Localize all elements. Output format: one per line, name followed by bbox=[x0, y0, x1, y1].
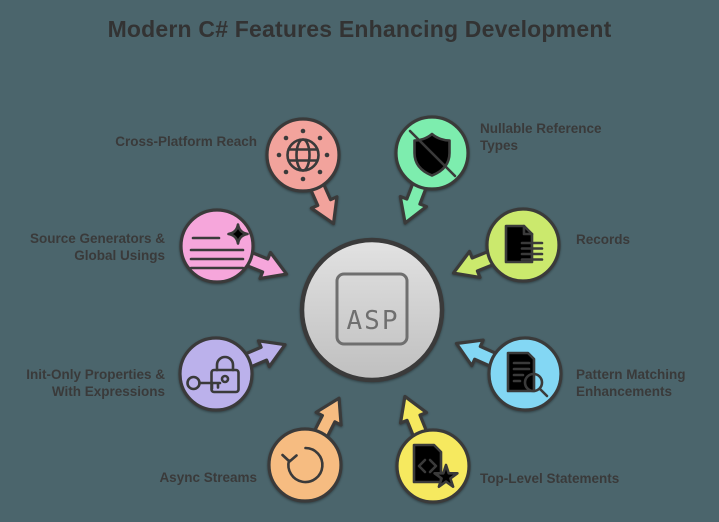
node-records bbox=[451, 207, 561, 283]
asp-logo-icon: ASP bbox=[335, 272, 409, 346]
refresh-arrow-icon bbox=[281, 446, 324, 484]
label-cross-platform-reach: Cross-Platform Reach bbox=[115, 134, 257, 149]
label-nullable-reference-types: Nullable Reference Types bbox=[480, 121, 602, 153]
center-hub: ASP bbox=[299, 237, 445, 383]
center-circle bbox=[299, 237, 445, 383]
label-init-only-properties: Init-Only Properties & With Expressions bbox=[26, 367, 165, 399]
node-pattern-matching bbox=[454, 336, 563, 412]
shield-off-icon bbox=[408, 129, 457, 178]
lock-key-icon bbox=[186, 355, 240, 394]
document-search-icon bbox=[506, 351, 549, 398]
node-top-level-statements bbox=[395, 394, 471, 504]
center-label: ASP bbox=[347, 306, 400, 336]
code-star-icon bbox=[412, 443, 459, 488]
node-cross-platform-reach bbox=[265, 117, 341, 226]
label-pattern-matching: Pattern Matching Enhancements bbox=[576, 367, 686, 399]
node-bubble bbox=[179, 208, 289, 284]
document-icon bbox=[504, 224, 544, 264]
node-nullable-reference-types bbox=[394, 115, 470, 225]
label-source-generators: Source Generators & Global Usings bbox=[29, 231, 165, 263]
node-async-streams bbox=[267, 396, 343, 503]
node-bubble bbox=[267, 396, 343, 503]
lines-sparkle-icon bbox=[189, 223, 249, 270]
node-init-only-properties bbox=[178, 336, 287, 412]
label-async-streams: Async Streams bbox=[159, 470, 257, 485]
label-records: Records bbox=[576, 232, 631, 247]
node-source-generators bbox=[179, 208, 289, 284]
diagram-title: Modern C# Features Enhancing Development bbox=[107, 16, 612, 42]
globe-icon bbox=[276, 128, 330, 182]
label-top-level-statements: Top-Level Statements bbox=[480, 471, 620, 486]
